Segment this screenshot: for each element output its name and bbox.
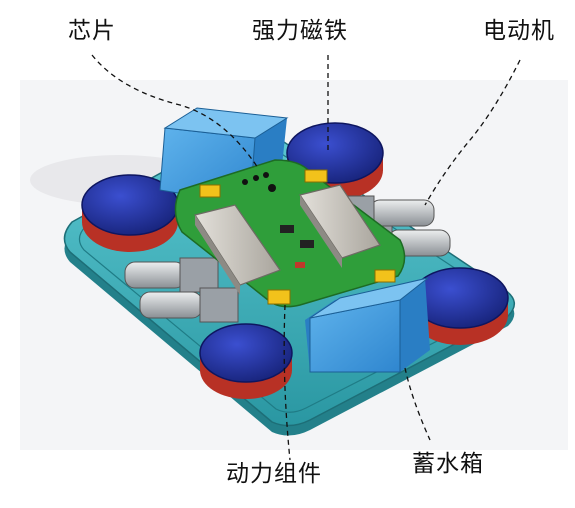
magnet-right [411, 267, 509, 345]
label-chip: 芯片 [68, 18, 116, 44]
chips [199, 169, 396, 305]
leader-motor [424, 59, 521, 206]
power-module-right [299, 184, 381, 268]
magnet-left [81, 174, 179, 252]
leader-chip [91, 54, 259, 169]
leader-lines [91, 54, 521, 461]
water-tank-bottom [305, 277, 430, 373]
motors-left [124, 257, 239, 323]
power-module-left [194, 204, 281, 295]
leader-power-assembly [283, 304, 291, 461]
label-magnet: 强力磁铁 [252, 18, 348, 44]
label-water-tank: 蓄水箱 [412, 451, 484, 477]
magnet-bottom [199, 323, 293, 399]
label-motor: 电动机 [483, 18, 555, 44]
label-power-assembly: 动力组件 [226, 461, 322, 487]
